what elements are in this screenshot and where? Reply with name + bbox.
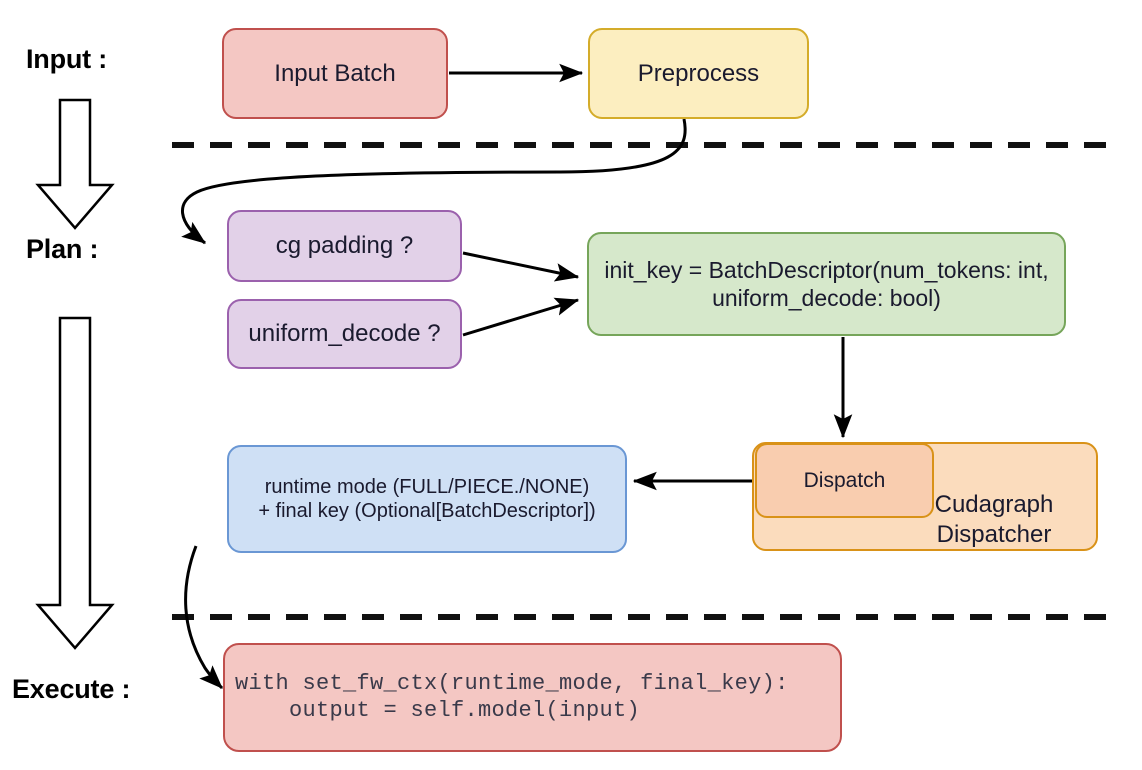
uniform-decode-to-init-key-arrow xyxy=(462,297,580,337)
stage-label-execute: Execute : xyxy=(12,674,131,704)
node-runtime-mode-line-2: + final key (Optional[BatchDescriptor]) xyxy=(258,500,596,522)
node-dispatch-label: Dispatch xyxy=(803,468,886,492)
node-preprocess-label: Preprocess xyxy=(637,59,760,87)
node-dispatch[interactable]: Dispatch xyxy=(755,443,934,518)
node-init-key-line-1: init_key = BatchDescriptor(num_tokens: i… xyxy=(604,256,1049,283)
node-cudagraph-dispatcher-line-1: Cudagraph xyxy=(934,491,1054,519)
node-uniform-decode[interactable]: uniform_decode ? xyxy=(227,299,462,369)
node-cudagraph-dispatcher-line-2: Dispatcher xyxy=(936,520,1052,548)
input-to-plan-big-arrow xyxy=(35,98,115,230)
node-execute-code-line-1: with set_fw_ctx(runtime_mode, final_key)… xyxy=(235,670,789,696)
node-preprocess[interactable]: Preprocess xyxy=(588,28,809,119)
node-cg-padding[interactable]: cg padding ? xyxy=(227,210,462,282)
node-init-key[interactable]: init_key = BatchDescriptor(num_tokens: i… xyxy=(587,232,1066,336)
node-input-batch-label: Input Batch xyxy=(274,59,396,87)
stage-label-input: Input : xyxy=(26,44,108,74)
node-cg-padding-label: cg padding ? xyxy=(275,232,414,260)
node-runtime-mode-line-1: runtime mode (FULL/PIECE./NONE) xyxy=(264,475,590,498)
node-execute-code-line-2: output = self.model(input) xyxy=(235,697,641,723)
node-input-batch[interactable]: Input Batch xyxy=(222,28,448,119)
stage-label-plan: Plan : xyxy=(26,234,99,264)
cg-padding-to-init-key-arrow xyxy=(462,251,580,282)
node-execute-code[interactable]: with set_fw_ctx(runtime_mode, final_key)… xyxy=(223,643,842,752)
node-init-key-line-2: uniform_decode: bool) xyxy=(712,285,941,311)
plan-to-execute-big-arrow xyxy=(35,316,115,650)
node-uniform-decode-label: uniform_decode ? xyxy=(248,320,441,348)
runtime-mode-to-execute-code-arrow xyxy=(184,545,224,690)
node-runtime-mode[interactable]: runtime mode (FULL/PIECE./NONE) + final … xyxy=(227,445,627,553)
